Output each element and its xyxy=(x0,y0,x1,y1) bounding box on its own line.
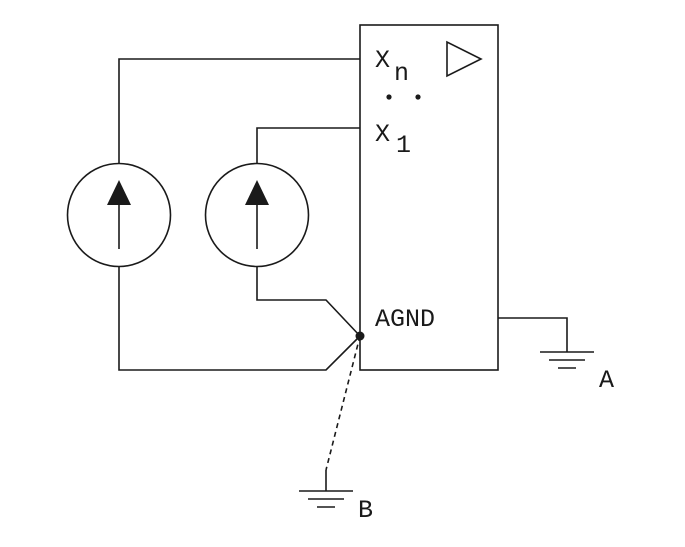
ellipsis-dot-1 xyxy=(386,94,392,100)
pin-label-agnd: AGND xyxy=(375,305,435,334)
wire-x1-top xyxy=(256,127,360,163)
pin-x1-subscript: 1 xyxy=(396,131,411,160)
ground-a-label: A xyxy=(599,366,614,395)
ground-b-icon xyxy=(299,490,353,508)
ground-a-icon xyxy=(540,351,594,369)
wire-xn-bottom xyxy=(118,266,361,371)
current-arrow-icon xyxy=(245,180,269,205)
dashed-wire-to-ground-b xyxy=(325,335,361,471)
current-source-outer xyxy=(66,162,172,268)
wire-to-ground-a xyxy=(498,317,568,352)
pin-xn-base: X xyxy=(375,46,390,75)
ground-b-label: B xyxy=(358,496,373,525)
current-arrow-icon xyxy=(107,180,131,205)
current-source-inner xyxy=(204,162,310,268)
pin-x1-base: X xyxy=(375,120,390,149)
device-block xyxy=(359,24,499,371)
pin-label-xn: X xyxy=(375,46,390,75)
wire-x1-bottom xyxy=(256,266,361,337)
ellipsis-dot-2 xyxy=(415,94,421,100)
amplifier-triangle-icon xyxy=(446,40,483,78)
pin-label-x1: X xyxy=(375,120,390,149)
wire-xn-top xyxy=(118,58,360,163)
pin-xn-subscript: n xyxy=(394,59,409,88)
